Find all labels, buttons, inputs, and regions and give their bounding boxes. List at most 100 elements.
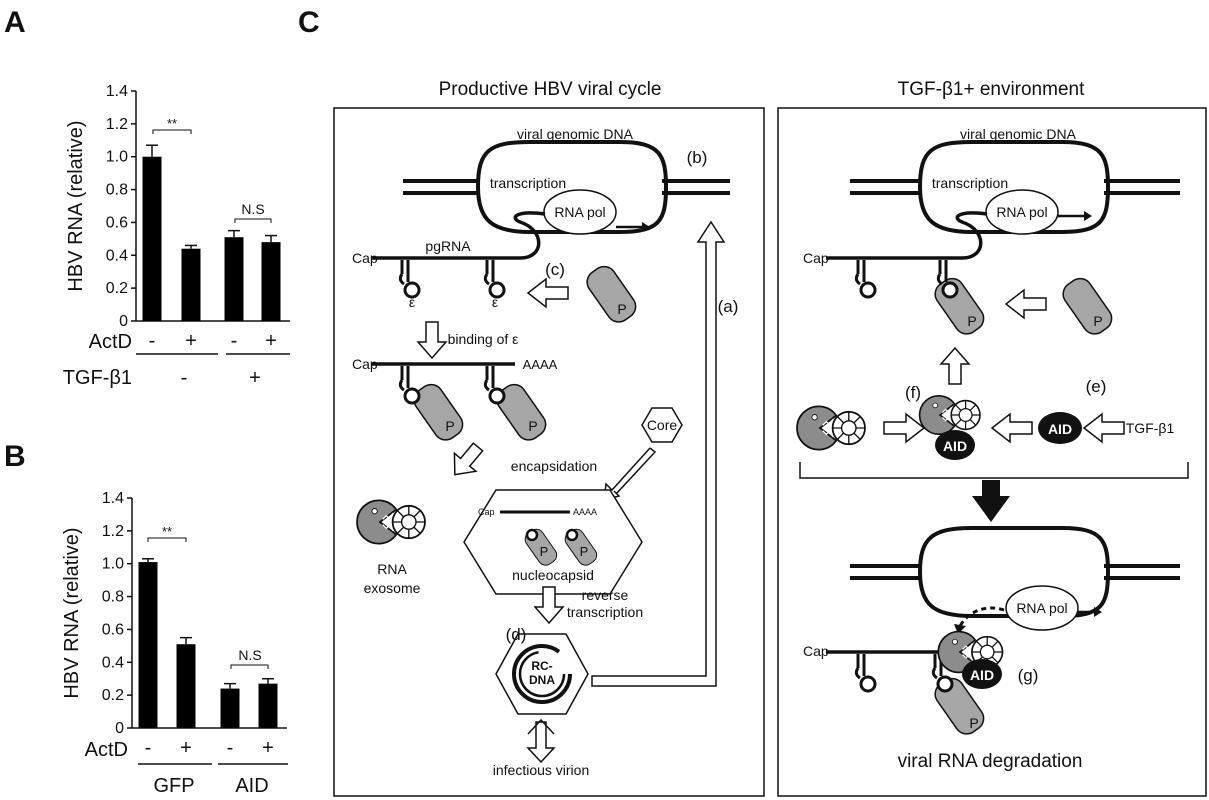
exosome-to-complex-arrow — [883, 413, 925, 443]
left-stem-loop-1 — [398, 258, 421, 299]
chartB-bar — [258, 683, 278, 728]
chartA-bar — [181, 248, 201, 321]
left-stem-loop-3 — [398, 364, 421, 405]
left-cap-2: Cap — [352, 356, 378, 372]
right-big-arrow — [972, 480, 1010, 522]
step-g-label: (g) — [1018, 666, 1039, 685]
chartB-bar — [220, 688, 240, 728]
chartA-category-label: + — [185, 330, 197, 352]
left-binding-of-epsilon-label: binding of ε — [448, 331, 519, 347]
right-pgrna-strand — [826, 211, 988, 260]
left-cap-1: Cap — [352, 250, 378, 266]
chartB-ytick-label: 1.2 — [102, 523, 124, 540]
reverse-label: reverse — [582, 587, 629, 603]
recycle-arrow — [591, 220, 726, 687]
right-up-arrow — [940, 347, 970, 385]
left-p-bound-1 — [408, 379, 469, 446]
chartA-category-label: - — [231, 330, 238, 352]
chartA-bar — [142, 156, 162, 321]
left-stem-loop-2 — [483, 258, 506, 299]
chart-b-group-label-1: GFP — [153, 775, 194, 797]
right-rna-exosome — [796, 405, 866, 451]
chart-b-ylabel: HBV RNA (relative) — [61, 527, 83, 698]
chart-a-sig-2: N.S — [241, 201, 264, 217]
right-rna-pol-label: RNA pol — [996, 204, 1047, 220]
chart-a-group-label-1: - — [181, 367, 188, 389]
left-aaaa-1: AAAA — [523, 357, 558, 372]
chart-b-group-label-2: AID — [235, 775, 268, 797]
chartB-ytick-label: 0.2 — [102, 687, 124, 704]
step-f-label: (f) — [905, 383, 921, 402]
left-stem-loop-4 — [483, 364, 506, 405]
nucleocapsid-p-label-1: P — [540, 544, 549, 559]
right-transcription-label: transcription — [932, 175, 1008, 191]
infectious-virion-arrow — [526, 718, 556, 764]
chart-a: 00.20.40.60.81.01.21.4 HBV RNA (relative… — [63, 83, 290, 389]
lower-transcription-arrowhead — [1094, 607, 1102, 617]
lower-stem-loop-1 — [854, 652, 877, 693]
chartB-bar — [138, 562, 158, 728]
lower-dashed-arrow — [958, 606, 1005, 627]
panel-letter-c: C — [298, 6, 320, 39]
chartA-ytick-label: 1.2 — [106, 116, 128, 133]
chartA-category-label: + — [265, 330, 277, 352]
chart-b-sig-bracket-1 — [147, 537, 187, 542]
chartA-bar — [224, 237, 244, 321]
step-a-label: (a) — [718, 297, 739, 316]
tgf-arrow — [1083, 413, 1125, 443]
left-p-protein-free — [581, 261, 642, 328]
left-epsilon-1: ε — [409, 294, 415, 310]
complex-aid — [935, 430, 975, 460]
chartB-bar — [176, 644, 196, 728]
left-diagram-title: Productive HBV viral cycle — [439, 79, 662, 100]
chartB-ytick-label: 1.4 — [102, 490, 124, 507]
right-viral-dna — [850, 140, 1180, 234]
nucleocapsid-hexagon — [463, 489, 643, 595]
nucleocapsid-label: nucleocapsid — [512, 567, 594, 583]
panel-letter-a: A — [4, 6, 26, 39]
left-rna-exosome — [356, 499, 426, 545]
chartA-category-label: - — [149, 330, 156, 352]
chartB-ytick-label: 1.0 — [102, 556, 124, 573]
right-bracket — [799, 462, 1189, 479]
chartB-ytick-label: 0.8 — [102, 589, 124, 606]
step-d-label: (d) — [506, 625, 527, 644]
chart-b-actd-label: ActD — [85, 739, 128, 761]
chartA-ytick-label: 0.8 — [106, 182, 128, 199]
chartB-category-label: - — [145, 737, 152, 759]
chartB-category-label: + — [180, 737, 192, 759]
right-binding-arrow — [1005, 289, 1047, 319]
chartA-ytick-label: 0.2 — [106, 280, 128, 297]
left-exosome-label-rna: RNA — [377, 561, 407, 577]
left-rna-pol — [543, 189, 617, 235]
core-label: Core — [647, 417, 678, 433]
right-diagram-title: TGF-β1+ environment — [898, 79, 1085, 100]
right-p-free — [1057, 273, 1118, 340]
right-transcription-arrowhead — [1084, 211, 1092, 221]
left-p-free-label: P — [617, 301, 626, 317]
right-viral-dna-lower — [850, 526, 1180, 618]
left-diagram-box — [333, 107, 765, 797]
free-aid-label: AID — [1048, 421, 1072, 437]
nucleocapsid-p-label-2: P — [580, 544, 589, 559]
viral-rna-degradation-label: viral RNA degradation — [898, 751, 1083, 772]
step-b-label: (b) — [687, 148, 708, 167]
left-transcription-label: transcription — [490, 175, 566, 191]
right-viral-genomic-dna-label: viral genomic DNA — [960, 126, 1077, 142]
chartA-ytick-label: 1.0 — [106, 149, 128, 166]
chart-b-sig-2: N.S — [238, 647, 261, 663]
encapsidation-arrow — [443, 437, 490, 485]
lower-rna-pol — [1005, 585, 1079, 631]
aid-to-complex-arrow — [991, 413, 1033, 443]
left-exosome-label-exosome: exosome — [364, 580, 421, 596]
left-p-bound-label-1: P — [445, 418, 454, 434]
lower-aid — [962, 659, 1002, 689]
infectious-virion-label: infectious virion — [493, 762, 590, 778]
lower-rna-pol-label: RNA pol — [1016, 600, 1067, 616]
right-stem-loop-1 — [854, 258, 877, 299]
reverse-transcription-label: transcription — [567, 604, 643, 620]
chart-a-group-label-2: + — [249, 367, 261, 389]
chart-a-sig-bracket-1 — [152, 129, 192, 134]
chartB-category-label: + — [262, 737, 274, 759]
